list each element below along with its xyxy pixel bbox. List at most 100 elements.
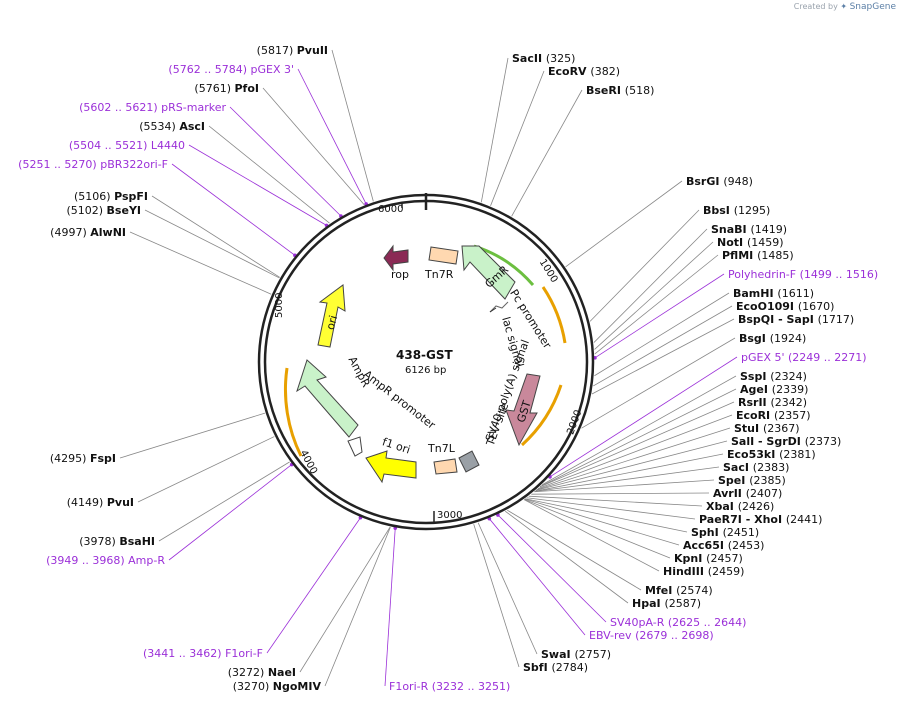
enzyme-site-label[interactable]: (5534) AscI xyxy=(139,120,205,133)
feature-box-tn7r[interactable] xyxy=(428,246,459,265)
enzyme-site-label[interactable]: BseRI (518) xyxy=(586,84,654,97)
feature-arrow-ori[interactable] xyxy=(317,284,346,348)
enzyme-site-label[interactable]: (3978) BsaHI xyxy=(79,535,155,548)
enzyme-site-label[interactable]: SpeI (2385) xyxy=(718,474,786,487)
enzyme-site-label[interactable]: SbfI (2784) xyxy=(523,661,588,674)
enzyme-site-label[interactable]: HpaI (2587) xyxy=(632,597,701,610)
feature-arrow-ampr-promoter[interactable] xyxy=(347,436,363,457)
enzyme-site-label[interactable]: HindIII (2459) xyxy=(663,565,744,578)
feature-arrow-gmr[interactable] xyxy=(461,245,516,300)
leader-line xyxy=(594,292,730,377)
primer-name: pGEX 3' xyxy=(250,63,294,76)
enzyme-site-label[interactable]: EcoRV (382) xyxy=(548,65,620,78)
enzyme-name: AlwNI xyxy=(90,226,126,239)
enzyme-site-label[interactable]: SnaBI (1419) xyxy=(711,223,787,236)
enzyme-site-label[interactable]: (3272) NaeI xyxy=(228,666,296,679)
leader-line xyxy=(528,495,703,507)
leader-line xyxy=(480,57,509,203)
feature-arrow-gst[interactable] xyxy=(505,373,541,447)
enzyme-name: SacI xyxy=(723,461,753,474)
enzyme-site-label[interactable]: AvrII (2407) xyxy=(713,487,782,500)
enzyme-site-label[interactable]: PflMI (1485) xyxy=(722,249,794,262)
enzyme-name: PaeR7I - XhoI xyxy=(699,513,786,526)
enzyme-site-label[interactable]: KpnI (2457) xyxy=(674,552,743,565)
leader-line xyxy=(534,453,724,492)
enzyme-site-label[interactable]: NotI (1459) xyxy=(717,236,784,249)
enzyme-name: BamHI xyxy=(733,287,777,300)
enzyme-site-label[interactable]: AgeI (2339) xyxy=(740,383,808,396)
enzyme-site-label[interactable]: BsgI (1924) xyxy=(739,332,806,345)
site-position: (3272) xyxy=(228,666,268,679)
enzyme-name: SbfI xyxy=(523,661,552,674)
primer-position: (5504 .. 5521) xyxy=(69,139,151,152)
primer-position: (5251 .. 5270) xyxy=(18,158,100,171)
primer-label[interactable]: (5762 .. 5784) pGEX 3' xyxy=(168,63,294,76)
enzyme-name: KpnI xyxy=(674,552,706,565)
enzyme-site-label[interactable]: (5817) PvuII xyxy=(257,44,328,57)
enzyme-name: AvrII xyxy=(713,487,746,500)
enzyme-site-label[interactable]: SspI (2324) xyxy=(740,370,807,383)
enzyme-name: StuI xyxy=(734,422,763,435)
site-position: (2441) xyxy=(786,513,823,526)
feature-arrow-rop[interactable] xyxy=(383,244,409,272)
primer-label[interactable]: Polyhedrin-F (1499 .. 1516) xyxy=(728,268,878,281)
primer-label[interactable]: (3949 .. 3968) Amp-R xyxy=(46,554,165,567)
enzyme-site-label[interactable]: PaeR7I - XhoI (2441) xyxy=(699,513,822,526)
enzyme-site-label[interactable]: (5106) PspFI xyxy=(74,190,148,203)
feature-box-tev-site[interactable] xyxy=(458,450,480,473)
enzyme-site-label[interactable]: Acc65I (2453) xyxy=(683,539,764,552)
enzyme-site-label[interactable]: (5102) BseYI xyxy=(66,204,141,217)
site-position: (2339) xyxy=(772,383,809,396)
primer-position: (2679 .. 2698) xyxy=(635,629,714,642)
enzyme-site-label[interactable]: BspQI - SapI (1717) xyxy=(738,313,854,326)
enzyme-site-label[interactable]: SphI (2451) xyxy=(691,526,759,539)
enzyme-site-label[interactable]: (5761) PfoI xyxy=(194,82,259,95)
enzyme-site-label[interactable]: (4149) PvuI xyxy=(67,496,134,509)
primer-label[interactable]: (5602 .. 5621) pRS-marker xyxy=(79,101,226,114)
enzyme-site-label[interactable]: (4295) FspI xyxy=(50,452,116,465)
primer-label[interactable]: EBV-rev (2679 .. 2698) xyxy=(589,629,714,642)
enzyme-site-label[interactable]: EcoO109I (1670) xyxy=(736,300,834,313)
leader-line xyxy=(331,49,374,202)
site-leader-lines xyxy=(119,49,738,687)
enzyme-site-label[interactable]: XbaI (2426) xyxy=(706,500,774,513)
enzyme-site-label[interactable]: SacI (2383) xyxy=(723,461,789,474)
enzyme-site-label[interactable]: SwaI (2757) xyxy=(541,648,611,661)
primer-label[interactable]: (5251 .. 5270) pBR322ori-F xyxy=(18,158,168,171)
site-position: (4295) xyxy=(50,452,90,465)
enzyme-site-label[interactable]: RsrII (2342) xyxy=(738,396,807,409)
enzyme-site-label[interactable]: BamHI (1611) xyxy=(733,287,814,300)
feature-track-arc-3 xyxy=(283,367,303,457)
feature-arrow-ampr[interactable] xyxy=(296,359,359,438)
enzyme-name: HpaI xyxy=(632,597,664,610)
site-position: (1717) xyxy=(818,313,855,326)
enzyme-site-label[interactable]: (4997) AlwNI xyxy=(50,226,126,239)
primer-label[interactable]: pGEX 5' (2249 .. 2271) xyxy=(741,351,867,364)
enzyme-site-label[interactable]: BbsI (1295) xyxy=(703,204,770,217)
primer-label[interactable]: (5504 .. 5521) L4440 xyxy=(69,139,185,152)
enzyme-site-label[interactable]: StuI (2367) xyxy=(734,422,800,435)
enzyme-site-label[interactable]: MfeI (2574) xyxy=(645,584,713,597)
primer-label[interactable]: F1ori-R (3232 .. 3251) xyxy=(389,680,510,693)
primer-label[interactable]: (3441 .. 3462) F1ori-F xyxy=(143,647,263,660)
enzyme-site-label[interactable]: (3270) NgoMIV xyxy=(233,680,322,693)
enzyme-site-label[interactable]: Eco53kI (2381) xyxy=(727,448,816,461)
primer-position: (5602 .. 5621) xyxy=(79,101,161,114)
feature-arrow-f1-ori[interactable] xyxy=(365,450,417,484)
site-position: (2383) xyxy=(753,461,790,474)
site-position: (1459) xyxy=(747,236,784,249)
enzyme-name: NgoMIV xyxy=(273,680,322,693)
site-position: (2784) xyxy=(552,661,589,674)
leader-line xyxy=(593,305,733,387)
leader-line xyxy=(591,318,735,395)
enzyme-site-label[interactable]: EcoRI (2357) xyxy=(736,409,811,422)
leader-line xyxy=(119,412,266,459)
enzyme-site-label[interactable]: BsrGI (948) xyxy=(686,175,753,188)
feature-box-tn7l[interactable] xyxy=(433,458,458,475)
site-position: (2385) xyxy=(749,474,786,487)
enzyme-site-label[interactable]: SacII (325) xyxy=(512,52,575,65)
enzyme-name: EcoO109I xyxy=(736,300,798,313)
enzyme-name: Eco53kI xyxy=(727,448,779,461)
enzyme-site-label[interactable]: SalI - SgrDI (2373) xyxy=(731,435,841,448)
primer-label[interactable]: SV40pA-R (2625 .. 2644) xyxy=(610,616,746,629)
